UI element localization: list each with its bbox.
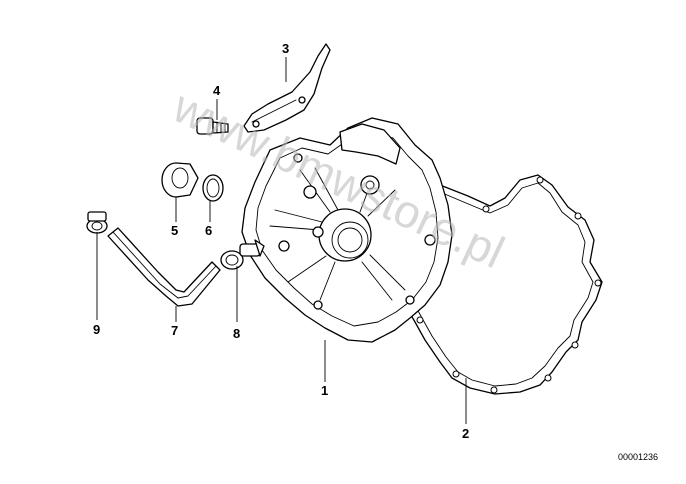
- callout-3: 3: [282, 41, 289, 56]
- diagram-reference-number: 00001236: [618, 452, 658, 462]
- leader-lines: [96, 57, 467, 424]
- hose-clamp-part-8: [220, 239, 265, 270]
- callout-7: 7: [171, 323, 178, 338]
- screw-part-4: [196, 117, 229, 135]
- callout-4: 4: [213, 83, 221, 98]
- plug-part-5: [161, 162, 199, 198]
- callout-9: 9: [93, 322, 100, 337]
- bracket-part-3: [243, 43, 331, 133]
- callout-5: 5: [171, 223, 178, 238]
- callout-labels: 1 2 3 4 5 6 7 8 9: [93, 41, 469, 441]
- o-ring-part-6: [202, 174, 224, 202]
- callout-2: 2: [462, 426, 469, 441]
- callout-8: 8: [233, 326, 240, 341]
- callout-1: 1: [321, 383, 328, 398]
- callout-6: 6: [205, 223, 212, 238]
- hose-part-7: [107, 227, 221, 307]
- small-clamp-part-9: [86, 211, 108, 234]
- housing-cover-part-1: [241, 117, 453, 343]
